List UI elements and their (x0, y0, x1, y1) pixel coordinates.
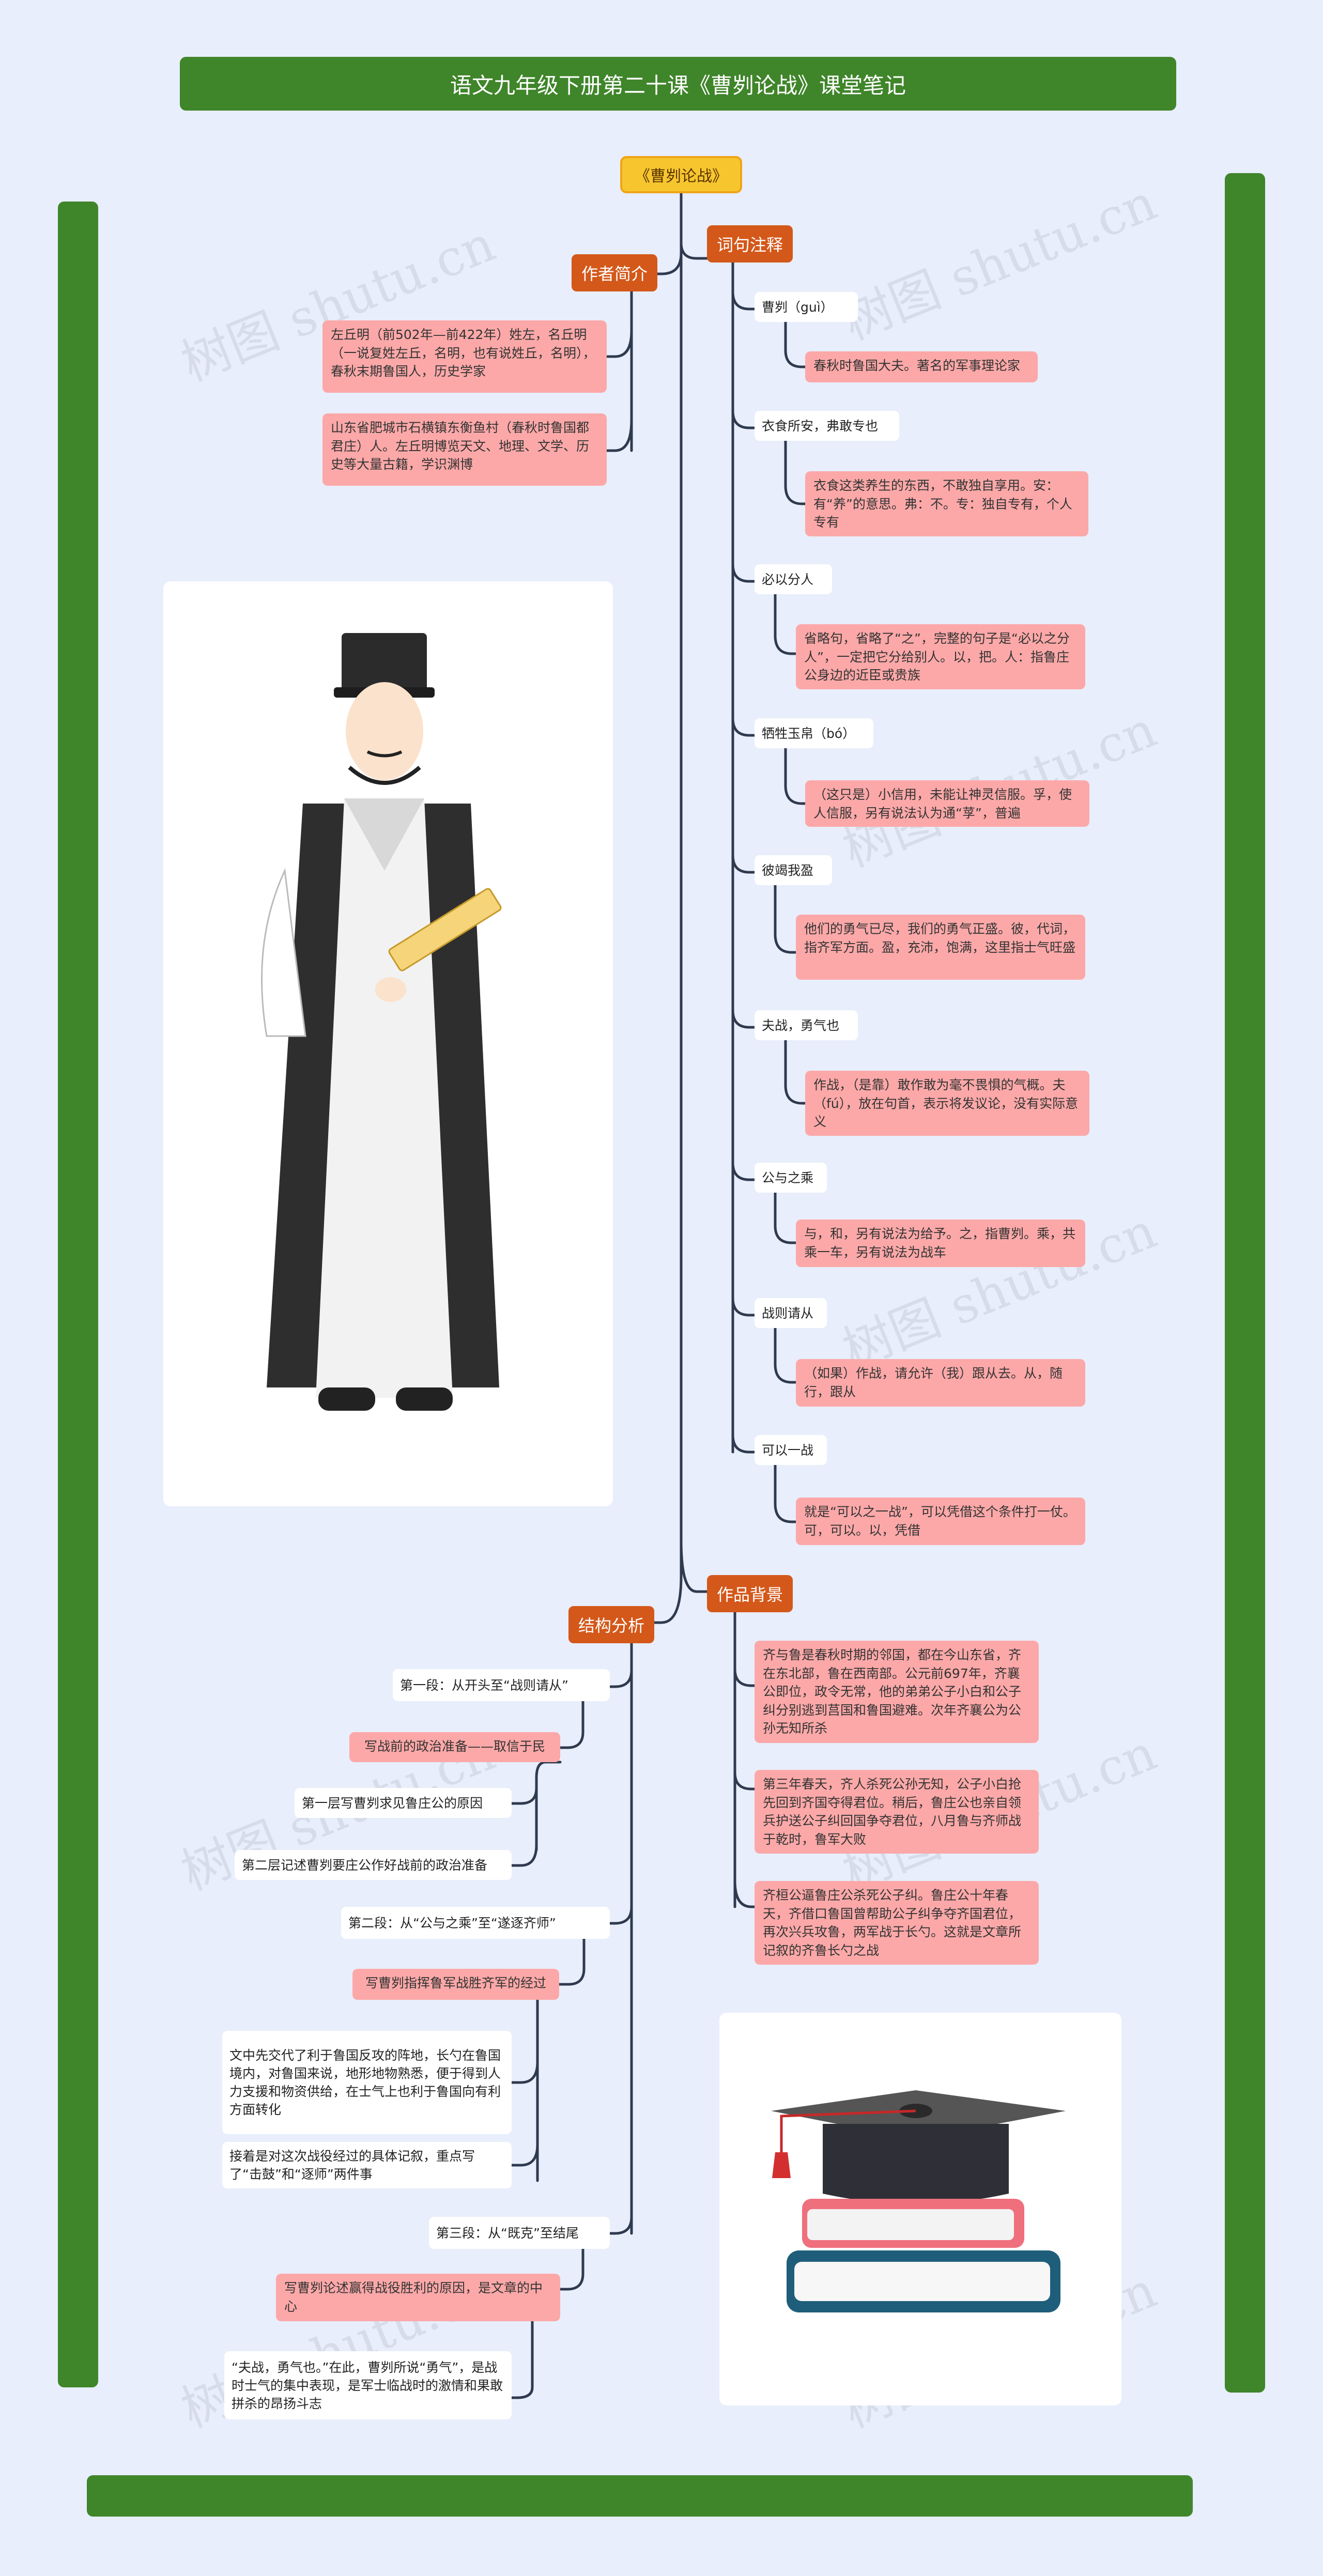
scholar-illustration (163, 581, 613, 1506)
note-explain: 作战，（是靠）敢作敢为毫不畏惧的气概。夫（fú），放在句首，表示将发议论，没有实… (805, 1071, 1089, 1136)
background-item: 齐桓公逼鲁庄公杀死公子纠。鲁庄公十年春天，齐借口鲁国曾帮助公子纠争夺齐国君位，再… (755, 1881, 1039, 1965)
branch-author[interactable]: 作者简介 (572, 254, 657, 291)
note-term: 衣食所安，弗敢专也 (755, 411, 899, 441)
author-item: 左丘明（前502年—前422年）姓左，名丘明（一说复姓左丘，名明，也有说姓丘，名… (322, 320, 607, 393)
structure-section: 第一段：从开头至“战则请从” (393, 1669, 610, 1701)
note-term: 彼竭我盈 (755, 855, 832, 885)
structure-summary: 写曹刿指挥鲁军战胜齐军的经过 (352, 1969, 559, 2000)
note-term: 牺牲玉帛（bó） (755, 718, 873, 748)
branch-structure[interactable]: 结构分析 (568, 1606, 654, 1643)
structure-detail: 文中先交代了利于鲁国反攻的阵地，长勺在鲁国境内，对鲁国来说，地形地物熟悉，便于得… (222, 2031, 512, 2134)
structure-summary: 写战前的政治准备——取信于民 (349, 1732, 560, 1762)
note-term: 夫战，勇气也 (755, 1010, 858, 1040)
page-title: 语文九年级下册第二十课《曹刿论战》课堂笔记 (180, 57, 1176, 111)
note-explain: 与，和，另有说法为给予。之，指曹刿。乘，共乘一车，另有说法为战车 (796, 1220, 1085, 1267)
note-term: 可以一战 (755, 1435, 827, 1465)
note-term: 公与之乘 (755, 1163, 827, 1193)
branch-notes[interactable]: 词句注释 (707, 225, 793, 263)
structure-detail: 第二层记述曹刿要庄公作好战前的政治准备 (235, 1850, 512, 1880)
structure-detail: 接着是对这次战役经过的具体记叙，重点写了“击鼓”和“逐师”两件事 (222, 2142, 512, 2188)
bottom-bar (87, 2475, 1193, 2517)
structure-section: 第三段：从“既克”至结尾 (429, 2217, 610, 2249)
left-bar (58, 202, 98, 2387)
root-node[interactable]: 《曹刿论战》 (620, 156, 742, 193)
note-term: 必以分人 (755, 564, 832, 594)
note-explain: 衣食这类养生的东西，不敢独自享用。安：有“养”的意思。弗：不。专：独自专有，个人… (805, 471, 1088, 536)
note-term: 曹刿（guì） (755, 292, 858, 322)
note-explain: 就是“可以之一战”，可以凭借这个条件打一仗。可，可以。以，凭借 (796, 1498, 1085, 1545)
note-term: 战则请从 (755, 1298, 827, 1328)
structure-detail: 第一层写曹刿求见鲁庄公的原因 (295, 1788, 512, 1818)
note-explain: 他们的勇气已尽，我们的勇气正盛。彼，代词，指齐军方面。盈，充沛，饱满，这里指士气… (796, 915, 1085, 980)
background-item: 第三年春天，齐人杀死公孙无知，公子小白抢先回到齐国夺得君位。稍后，鲁庄公也亲自领… (755, 1770, 1039, 1854)
note-explain: 省略句，省略了“之”，完整的句子是“必以之分人”，一定把它分给别人。以，把。人：… (796, 624, 1085, 689)
books-illustration (719, 2013, 1121, 2405)
branch-background[interactable]: 作品背景 (707, 1575, 793, 1612)
structure-section: 第二段：从“公与之乘”至“遂逐齐师” (341, 1907, 610, 1939)
structure-summary: 写曹刿论述赢得战役胜利的原因，是文章的中心 (276, 2274, 560, 2321)
note-explain: （如果）作战，请允许（我）跟从去。从，随行，跟从 (796, 1359, 1085, 1407)
background-item: 齐与鲁是春秋时期的邻国，都在今山东省，齐在东北部，鲁在西南部。公元前697年，齐… (755, 1641, 1039, 1743)
note-explain: （这只是）小信用，未能让神灵信服。孚，使人信服，另有说法认为通“莩”，普遍 (805, 780, 1089, 827)
author-item: 山东省肥城市石横镇东衡鱼村（春秋时鲁国都君庄）人。左丘明博览天文、地理、文学、历… (322, 413, 607, 486)
right-bar (1225, 173, 1265, 2393)
structure-detail: “夫战，勇气也。”在此，曹刿所说“勇气”，是战时士气的集中表现，是军士临战时的激… (224, 2351, 512, 2419)
note-explain: 春秋时鲁国大夫。著名的军事理论家 (805, 351, 1038, 382)
